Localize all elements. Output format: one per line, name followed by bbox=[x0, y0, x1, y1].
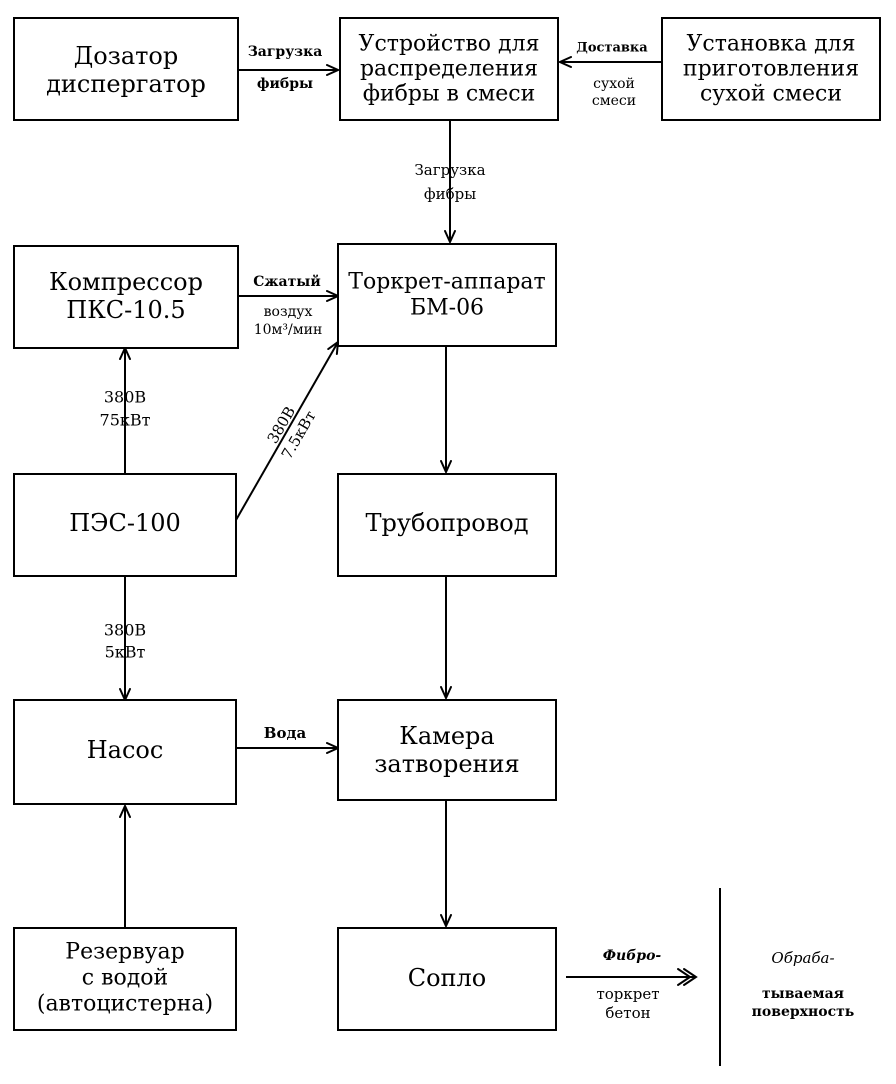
label-power-to-pump-line-1: 380В bbox=[104, 621, 146, 640]
spray-chevron-1 bbox=[683, 968, 698, 986]
box-gun: Торкрет-аппарат БМ-06 bbox=[337, 243, 557, 347]
arrow-power-to-gun bbox=[235, 342, 338, 521]
box-nozzle-line-1: Сопло bbox=[408, 964, 487, 992]
label-dry-mix-delivery: Доставка сухой смеси bbox=[576, 41, 648, 110]
box-chamber-line-1: Камера bbox=[399, 722, 494, 750]
label-compressed-air-line-2: воздух bbox=[264, 304, 313, 320]
box-dispenser-line-1: Дозатор bbox=[74, 42, 178, 70]
box-dry-mix-line-2: приготовления bbox=[683, 57, 859, 82]
label-fiber-shotcrete: Фибро- торкрет бетон bbox=[596, 948, 661, 1022]
box-power-line-1: ПЭС-100 bbox=[69, 509, 181, 537]
label-fiber-shotcrete-line-1: Фибро- bbox=[603, 948, 662, 964]
label-power-to-gun: 380В 7.5кВт bbox=[264, 403, 320, 462]
box-compressor-line-1: Компрессор bbox=[49, 268, 203, 296]
box-distributor-line-1: Устройство для bbox=[359, 32, 540, 57]
label-compressed-air-line-3: 10м³/мин bbox=[254, 322, 323, 338]
label-fiber-load-top: Загрузка фибры bbox=[248, 44, 323, 92]
box-dry-mix: Установка для приготовления сухой смеси bbox=[661, 17, 881, 121]
label-power-to-compressor-line-1: 380В bbox=[104, 388, 146, 407]
label-power-to-pump: 380В 5кВт bbox=[104, 621, 146, 662]
box-compressor-line-2: ПКС-10.5 bbox=[66, 296, 185, 324]
label-fiber-load-mid-line-2: фибры bbox=[424, 185, 476, 203]
box-nozzle: Сопло bbox=[337, 927, 557, 1031]
label-dry-mix-delivery-line-1: Доставка bbox=[576, 41, 648, 56]
label-fiber-shotcrete-line-3: бетон bbox=[605, 1004, 650, 1022]
label-compressed-air: Сжатый воздух 10м³/мин bbox=[253, 273, 322, 338]
label-treated-surface-line-3: поверхность bbox=[752, 1004, 855, 1020]
box-tank-line-2: с водой bbox=[82, 966, 168, 991]
label-fiber-shotcrete-line-2: торкрет bbox=[596, 985, 659, 1003]
box-gun-line-2: БМ-06 bbox=[410, 296, 484, 321]
label-power-to-compressor-line-2: 75кВт bbox=[100, 411, 151, 430]
box-tank: Резервуар с водой (автоцистерна) bbox=[13, 927, 237, 1031]
box-distributor: Устройство для распределения фибры в сме… bbox=[339, 17, 559, 121]
box-tank-line-1: Резервуар bbox=[65, 940, 184, 965]
box-chamber: Камера затворения bbox=[337, 699, 557, 801]
label-fiber-load-top-line-1: Загрузка bbox=[248, 44, 323, 60]
box-dry-mix-line-1: Установка для bbox=[686, 32, 855, 57]
box-pump: Насос bbox=[13, 699, 237, 805]
label-water: Вода bbox=[264, 724, 307, 742]
label-dry-mix-delivery-line-3: смеси bbox=[592, 93, 636, 109]
box-pipeline-line-1: Трубопровод bbox=[366, 509, 529, 537]
label-fiber-load-mid-line-1: Загрузка bbox=[414, 161, 485, 179]
label-power-to-compressor: 380В 75кВт bbox=[100, 388, 151, 430]
box-gun-line-1: Торкрет-аппарат bbox=[348, 270, 545, 295]
box-power: ПЭС-100 bbox=[13, 473, 237, 577]
box-tank-line-3: (автоцистерна) bbox=[37, 992, 213, 1017]
label-treated-surface: Обраба- тываемая поверхность bbox=[752, 949, 855, 1020]
box-dispenser: Дозатор диспергатор bbox=[13, 17, 239, 121]
label-fiber-load-mid: Загрузка фибры bbox=[414, 161, 485, 203]
label-fiber-load-top-line-2: фибры bbox=[257, 76, 313, 92]
box-dispenser-line-2: диспергатор bbox=[46, 70, 206, 98]
box-chamber-line-2: затворения bbox=[374, 750, 519, 778]
spray-chevron-2 bbox=[677, 968, 692, 986]
box-distributor-line-2: распределения bbox=[360, 57, 538, 82]
box-compressor: Компрессор ПКС-10.5 bbox=[13, 245, 239, 349]
box-pump-line-1: Насос bbox=[87, 736, 164, 764]
label-treated-surface-line-2: тываемая bbox=[762, 986, 844, 1002]
label-treated-surface-line-1: Обраба- bbox=[771, 949, 834, 967]
box-pipeline: Трубопровод bbox=[337, 473, 557, 577]
label-compressed-air-line-1: Сжатый bbox=[253, 273, 320, 290]
label-dry-mix-delivery-line-2: сухой bbox=[593, 76, 635, 92]
box-distributor-line-3: фибры в смеси bbox=[363, 82, 536, 107]
label-power-to-pump-line-2: 5кВт bbox=[105, 643, 146, 662]
box-dry-mix-line-3: сухой смеси bbox=[700, 82, 842, 107]
